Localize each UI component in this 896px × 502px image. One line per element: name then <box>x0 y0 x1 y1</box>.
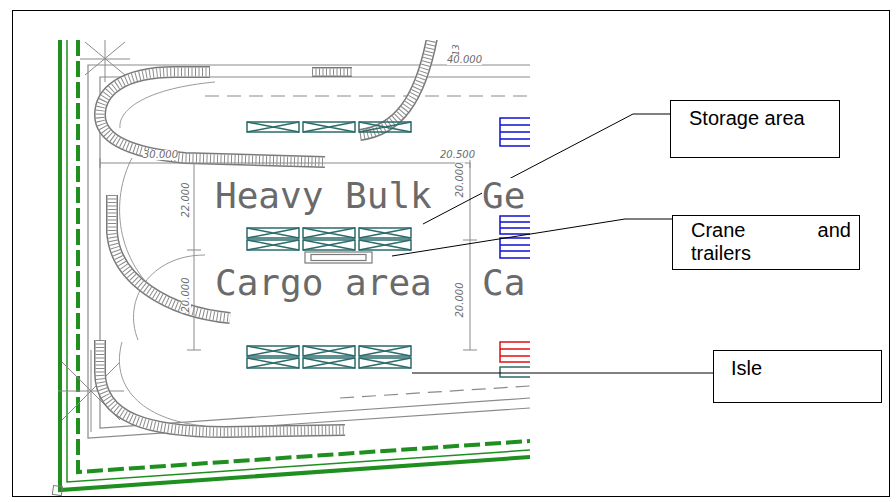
callout-box: Isle <box>713 350 882 403</box>
dimension-number: 20.500 <box>440 150 475 160</box>
yard-outline <box>88 65 530 438</box>
dimension-number: 22.000 <box>181 183 191 218</box>
corner-marker <box>52 485 62 495</box>
label-anchor: Ge <box>482 178 525 214</box>
dimension-number: 20.000 <box>455 163 465 198</box>
swept-path <box>100 40 432 432</box>
callout-text: Storage area <box>689 107 805 130</box>
boundary-dashed <box>78 40 530 472</box>
label-anchor: Heavy Bulk <box>215 178 432 214</box>
storage-block <box>247 122 411 368</box>
dimension-number: 13 <box>452 44 461 55</box>
label-anchor: 20.000 <box>181 278 191 313</box>
label-anchor: 20.000 <box>455 163 465 198</box>
dimension-number: 40.000 <box>447 55 482 65</box>
area-name: Ge <box>482 178 525 214</box>
crane-symbol <box>305 252 372 263</box>
label-anchor: 20.500 <box>440 150 475 160</box>
callout-box: Storage area <box>670 100 840 158</box>
yard-outline <box>100 77 530 428</box>
label-anchor: Ca <box>482 265 525 301</box>
turn-cross <box>58 350 124 432</box>
lane-dashed <box>205 95 530 96</box>
label-anchor: 22.000 <box>181 183 191 218</box>
cargo-block <box>500 342 530 362</box>
dimension-number: 30.000 <box>143 150 178 160</box>
area-name: Cargo area <box>215 265 432 301</box>
area-name: Ca <box>482 265 525 301</box>
dimension-number: 20.000 <box>455 283 465 318</box>
area-name: Heavy Bulk <box>215 178 432 214</box>
plan-drawing <box>58 40 530 490</box>
label-anchor: Cargo area <box>215 265 432 301</box>
callout-text: Crane and trailers <box>691 219 851 265</box>
storage-block <box>500 367 530 377</box>
label-anchor: 20.000 <box>455 283 465 318</box>
callout-box: Crane and trailers <box>672 215 860 270</box>
label-anchor: 40.000 <box>447 55 482 65</box>
leader-line <box>392 114 713 373</box>
swept-envelope <box>120 82 215 128</box>
outer-frame <box>13 11 890 497</box>
label-anchor: 30.000 <box>143 150 178 160</box>
dimension-number: 20.000 <box>181 278 191 313</box>
callout-text: Isle <box>731 357 762 380</box>
lane-dashed <box>340 386 530 398</box>
boundary-line <box>67 40 530 482</box>
dimension-line <box>100 158 477 350</box>
boundary-line <box>60 40 530 490</box>
label-anchor: 13 <box>452 44 461 55</box>
